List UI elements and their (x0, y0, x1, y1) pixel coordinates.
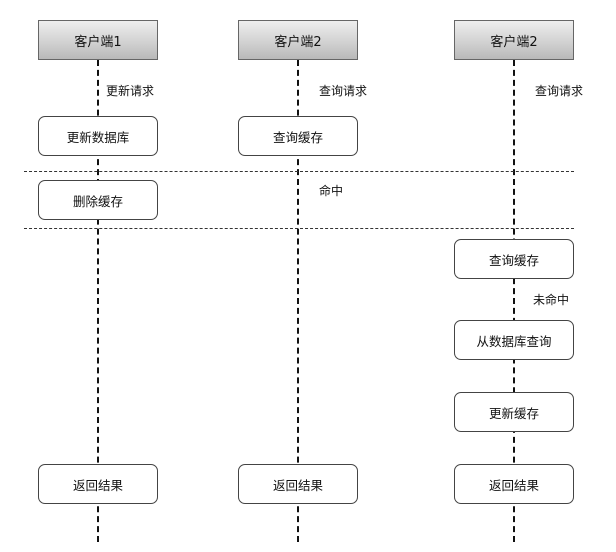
box-query-cache-3-label: 查询缓存 (488, 252, 539, 268)
box-query-database: 从数据库查询 (454, 320, 574, 360)
box-query-database-label: 从数据库查询 (476, 333, 552, 349)
client-2-header: 客户端2 (238, 20, 358, 60)
client-3-header: 客户端2 (454, 20, 574, 60)
box-update-cache-label: 更新缓存 (488, 405, 539, 421)
phase-separator-1 (24, 171, 574, 172)
box-return-result-3: 返回结果 (454, 464, 574, 504)
client-1-header: 客户端1 (38, 20, 158, 60)
box-return-result-1-label: 返回结果 (72, 477, 123, 493)
box-delete-cache: 删除缓存 (38, 180, 158, 220)
box-return-result-1: 返回结果 (38, 464, 158, 504)
box-query-cache-2: 查询缓存 (238, 116, 358, 156)
note-update-request: 更新请求 (104, 83, 157, 99)
lifeline-client-2 (297, 60, 299, 542)
box-update-database: 更新数据库 (38, 116, 158, 156)
box-query-cache-3: 查询缓存 (454, 239, 574, 279)
note-query-request-3: 查询请求 (533, 83, 586, 99)
box-delete-cache-label: 删除缓存 (72, 193, 123, 209)
note-miss: 未命中 (531, 292, 572, 308)
box-return-result-2-label: 返回结果 (272, 477, 323, 493)
box-update-database-label: 更新数据库 (66, 129, 130, 145)
client-2-label: 客户端2 (274, 34, 322, 50)
note-query-request-2: 查询请求 (317, 83, 370, 99)
phase-separator-2 (24, 228, 574, 229)
client-1-label: 客户端1 (74, 34, 122, 50)
box-return-result-3-label: 返回结果 (488, 477, 539, 493)
box-query-cache-2-label: 查询缓存 (272, 129, 323, 145)
lifeline-client-3 (513, 60, 515, 542)
box-update-cache: 更新缓存 (454, 392, 574, 432)
box-return-result-2: 返回结果 (238, 464, 358, 504)
note-hit: 命中 (317, 183, 346, 199)
client-3-label: 客户端2 (490, 34, 538, 50)
lifeline-client-1 (97, 60, 99, 542)
